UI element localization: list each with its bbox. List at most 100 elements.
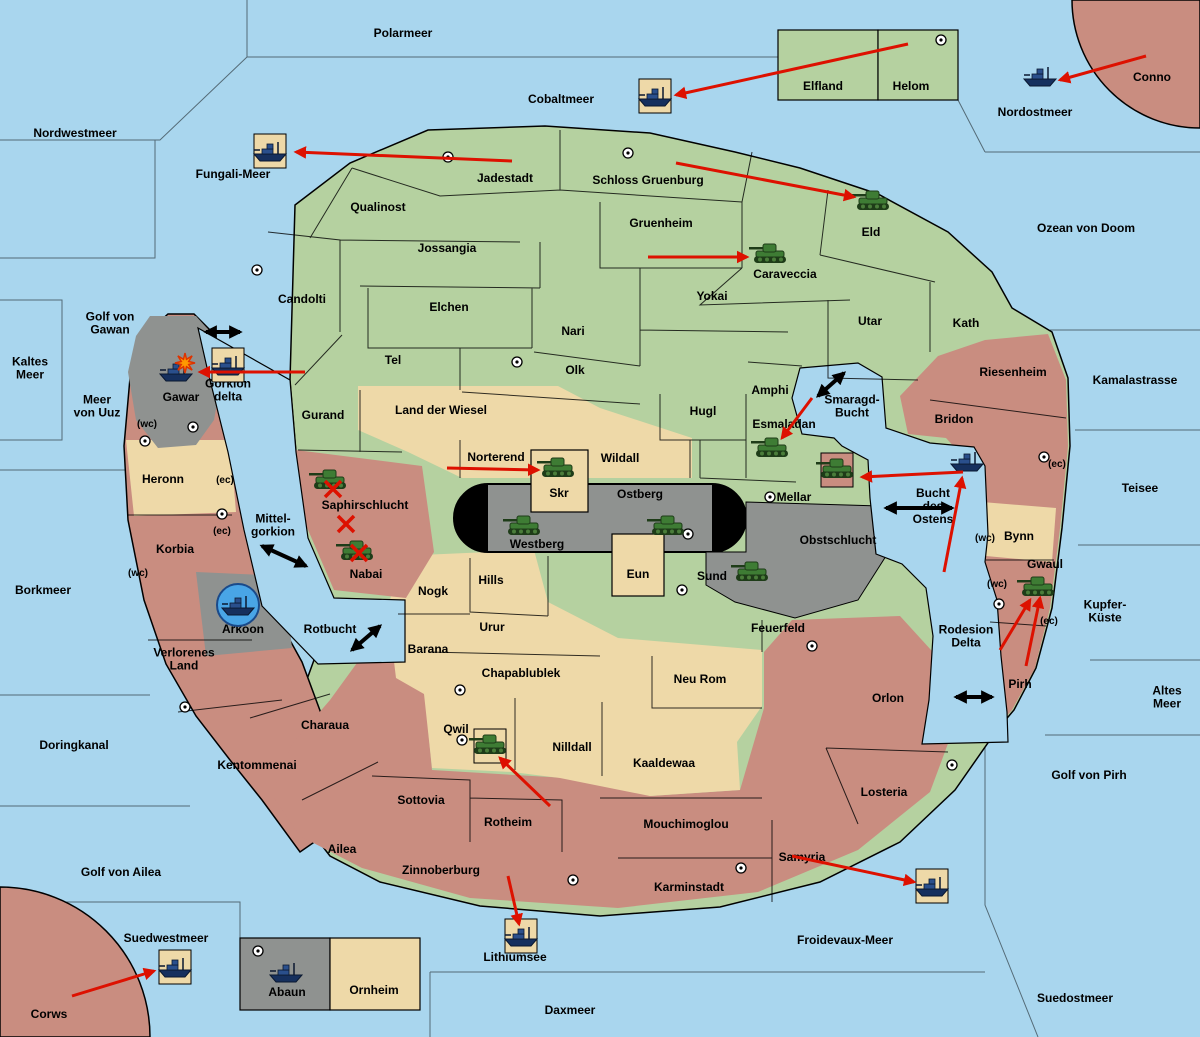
fleet-unit[interactable] <box>216 583 260 627</box>
land-territory-label-mouchimoglou[interactable]: Mouchimoglou <box>643 817 728 831</box>
land-territory-label-gurand[interactable]: Gurand <box>302 408 345 422</box>
territory-corws[interactable] <box>0 886 151 1037</box>
land-territory-label-jadestadt[interactable]: Jadestadt <box>477 171 533 185</box>
land-territory-label-zinnoberburg[interactable]: Zinnoberburg <box>402 863 480 877</box>
sea-territory-label-rotbucht[interactable]: Rotbucht <box>304 622 357 636</box>
land-territory-label-hills[interactable]: Hills <box>478 573 504 587</box>
army-unit[interactable] <box>469 728 507 764</box>
fleet-unit[interactable] <box>914 868 950 904</box>
land-territory-label-land-der-wiesel[interactable]: Land der Wiesel <box>395 403 487 417</box>
land-territory-label-gruenheim[interactable]: Gruenheim <box>629 216 692 230</box>
sea-territory-label-suedostmeer[interactable]: Suedostmeer <box>1037 991 1113 1005</box>
sea-territory-label-borkmeer[interactable]: Borkmeer <box>15 583 71 597</box>
land-territory-label-chapablublek[interactable]: Chapablublek <box>482 666 561 680</box>
territory-bynn[interactable] <box>982 502 1056 562</box>
army-unit[interactable] <box>537 457 574 477</box>
land-territory-label-jossangia[interactable]: Jossangia <box>418 241 477 255</box>
fleet-unit[interactable] <box>157 949 193 985</box>
land-territory-label-saphirschlucht[interactable]: Saphirschlucht <box>322 498 409 512</box>
land-territory-label-tel[interactable]: Tel <box>385 353 401 367</box>
sea-territory-label-golf-von-ailea[interactable]: Golf von Ailea <box>81 865 162 879</box>
territory-gawar[interactable] <box>128 316 222 448</box>
land-territory-label-nilldall[interactable]: Nilldall <box>552 740 591 754</box>
land-territory-label-kaaldewaa[interactable]: Kaaldewaa <box>633 756 695 770</box>
land-territory-label-qwil[interactable]: Qwil <box>443 722 468 736</box>
land-territory-label-kath[interactable]: Kath <box>953 316 980 330</box>
army-unit[interactable] <box>503 515 540 535</box>
land-territory-label-helom[interactable]: Helom <box>893 79 930 93</box>
channel-bucht-des-ostens[interactable] <box>791 362 1009 745</box>
land-territory-label-bynn[interactable]: Bynn <box>1004 529 1034 543</box>
sea-territory-label-teisee[interactable]: Teisee <box>1122 481 1159 495</box>
land-territory-label-obstschlucht[interactable]: Obstschlucht <box>800 533 877 547</box>
land-territory-label-charaua[interactable]: Charaua <box>301 718 349 732</box>
territory-heronn[interactable] <box>126 440 236 516</box>
land-territory-label-ostberg[interactable]: Ostberg <box>617 487 663 501</box>
land-territory-label-riesenheim[interactable]: Riesenheim <box>979 365 1046 379</box>
land-territory-label-olk[interactable]: Olk <box>565 363 585 377</box>
territory-conno[interactable] <box>1071 0 1200 129</box>
land-territory-label-amphi[interactable]: Amphi <box>751 383 788 397</box>
land-territory-label-elchen[interactable]: Elchen <box>429 300 468 314</box>
land-territory-label-utar[interactable]: Utar <box>858 314 882 328</box>
fleet-unit[interactable] <box>637 78 673 114</box>
land-territory-label-nari[interactable]: Nari <box>561 324 584 338</box>
land-territory-label-qualinost[interactable]: Qualinost <box>350 200 405 214</box>
sea-territory-label-mittel-gorkion[interactable]: Mittel-gorkion <box>251 512 295 539</box>
land-territory-label-ailea[interactable]: Ailea <box>328 842 357 856</box>
army-unit[interactable] <box>751 437 788 457</box>
land-territory-label-nogk[interactable]: Nogk <box>418 584 448 598</box>
sea-territory-label-polarmeer[interactable]: Polarmeer <box>374 26 433 40</box>
land-territory-label-kentommenai[interactable]: Kentommenai <box>217 758 296 772</box>
land-territory-label-esmaladan[interactable]: Esmaladan <box>752 417 815 431</box>
sea-territory-label-corws[interactable]: Corws <box>31 1007 68 1021</box>
land-territory-label-eld[interactable]: Eld <box>862 225 881 239</box>
army-unit[interactable] <box>749 243 786 263</box>
sea-territory-label-kamalastrasse[interactable]: Kamalastrasse <box>1093 373 1178 387</box>
sea-territory-label-suedwestmeer[interactable]: Suedwestmeer <box>124 931 209 945</box>
sea-territory-label-conno[interactable]: Conno <box>1133 70 1171 84</box>
land-territory-label-orlon[interactable]: Orlon <box>872 691 904 705</box>
fleet-unit[interactable] <box>158 362 194 382</box>
land-territory-label-sund[interactable]: Sund <box>697 569 727 583</box>
land-territory-label-korbia[interactable]: Korbia <box>156 542 194 556</box>
land-territory-label-losteria[interactable]: Losteria <box>861 785 908 799</box>
sea-territory-label-nordostmeer[interactable]: Nordostmeer <box>998 105 1073 119</box>
land-territory-label-feuerfeld[interactable]: Feuerfeld <box>751 621 805 635</box>
land-territory-label-westberg[interactable]: Westberg <box>510 537 564 551</box>
sea-territory-label-ozean-von-doom[interactable]: Ozean von Doom <box>1037 221 1135 235</box>
land-territory-label-schloss-gruenburg[interactable]: Schloss Gruenburg <box>592 173 703 187</box>
sea-territory-label-kupfer-k-ste[interactable]: Kupfer-Küste <box>1084 598 1127 625</box>
land-territory-label-yokai[interactable]: Yokai <box>696 289 727 303</box>
land-territory-label-gawar[interactable]: Gawar <box>163 390 200 404</box>
sea-territory-label-doringkanal[interactable]: Doringkanal <box>39 738 108 752</box>
sea-territory-label-froidevaux-meer[interactable]: Froidevaux-Meer <box>797 933 893 947</box>
fleet-unit[interactable] <box>210 347 246 383</box>
sea-territory-label-nordwestmeer[interactable]: Nordwestmeer <box>33 126 117 140</box>
land-territory-label-eun[interactable]: Eun <box>627 567 650 581</box>
land-territory-label-nabai[interactable]: Nabai <box>350 567 383 581</box>
army-unit[interactable] <box>852 190 889 210</box>
land-territory-label-bridon[interactable]: Bridon <box>935 412 974 426</box>
land-territory-label-abaun[interactable]: Abaun <box>268 985 305 999</box>
land-territory-label-gwaul[interactable]: Gwaul <box>1027 557 1063 571</box>
territory-eun[interactable] <box>611 533 665 597</box>
army-unit[interactable] <box>816 452 854 488</box>
army-unit[interactable] <box>731 561 768 581</box>
channel-mittel-gorkion[interactable] <box>197 326 406 665</box>
land-territory-label-norterend[interactable]: Norterend <box>467 450 524 464</box>
sea-territory-label-cobaltmeer[interactable]: Cobaltmeer <box>528 92 594 106</box>
fleet-unit[interactable] <box>1022 67 1058 87</box>
land-territory-label-caraveccia[interactable]: Caraveccia <box>753 267 817 281</box>
southern-band[interactable] <box>272 612 956 908</box>
land-territory-label-heronn[interactable]: Heronn <box>142 472 184 486</box>
land-territory-label-urur[interactable]: Urur <box>479 620 505 634</box>
land-territory-label-neu-rom[interactable]: Neu Rom <box>674 672 727 686</box>
army-unit[interactable] <box>1017 576 1054 596</box>
land-territory-label-sottovia[interactable]: Sottovia <box>397 793 445 807</box>
land-territory-label-pirh[interactable]: Pirh <box>1008 677 1031 691</box>
